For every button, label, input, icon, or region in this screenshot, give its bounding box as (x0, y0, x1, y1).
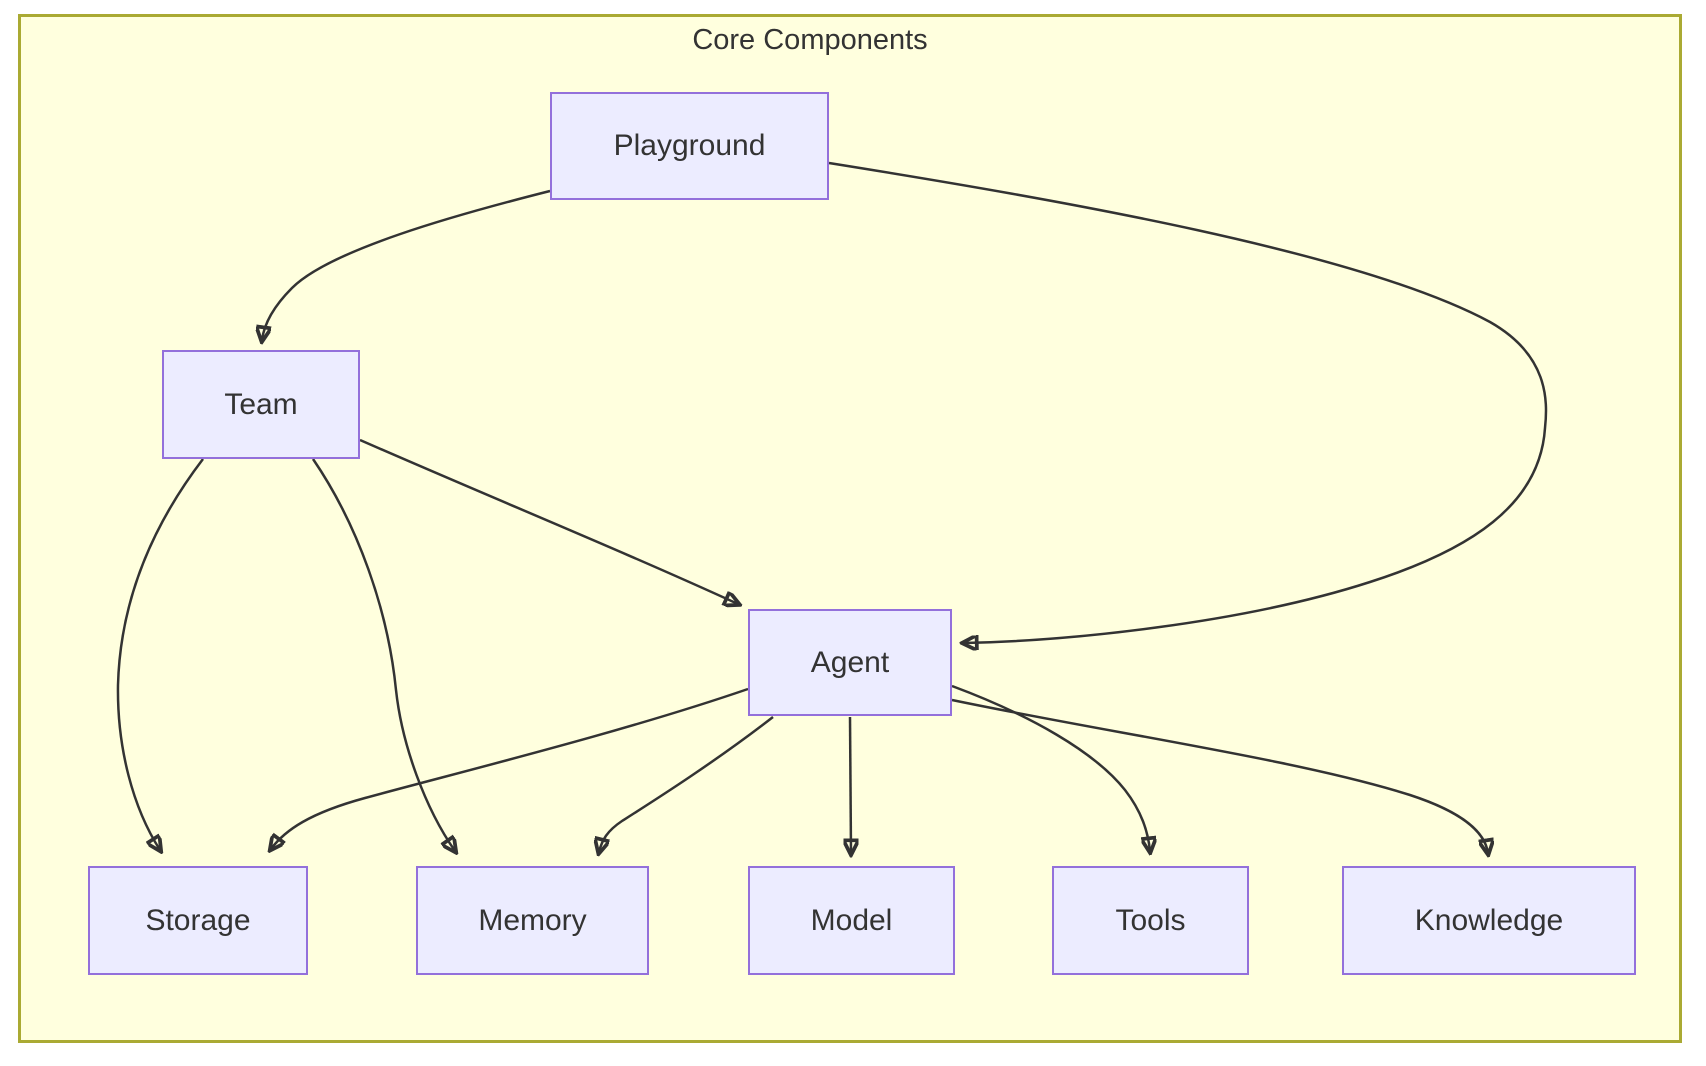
cluster-title: Core Components (692, 24, 928, 56)
node-agent: Agent (748, 609, 952, 716)
node-team: Team (162, 350, 360, 459)
node-storage: Storage (88, 866, 308, 975)
node-playground: Playground (550, 92, 829, 200)
node-agent-label: Agent (810, 645, 890, 679)
node-team-label: Team (224, 387, 298, 421)
node-memory-label: Memory (478, 903, 587, 937)
node-tools: Tools (1052, 866, 1249, 975)
node-memory: Memory (416, 866, 649, 975)
node-model-label: Model (810, 903, 893, 937)
node-model: Model (748, 866, 955, 975)
node-knowledge-label: Knowledge (1414, 903, 1564, 937)
node-tools-label: Tools (1115, 903, 1186, 937)
node-storage-label: Storage (145, 903, 251, 937)
node-knowledge: Knowledge (1342, 866, 1636, 975)
node-playground-label: Playground (613, 129, 766, 162)
